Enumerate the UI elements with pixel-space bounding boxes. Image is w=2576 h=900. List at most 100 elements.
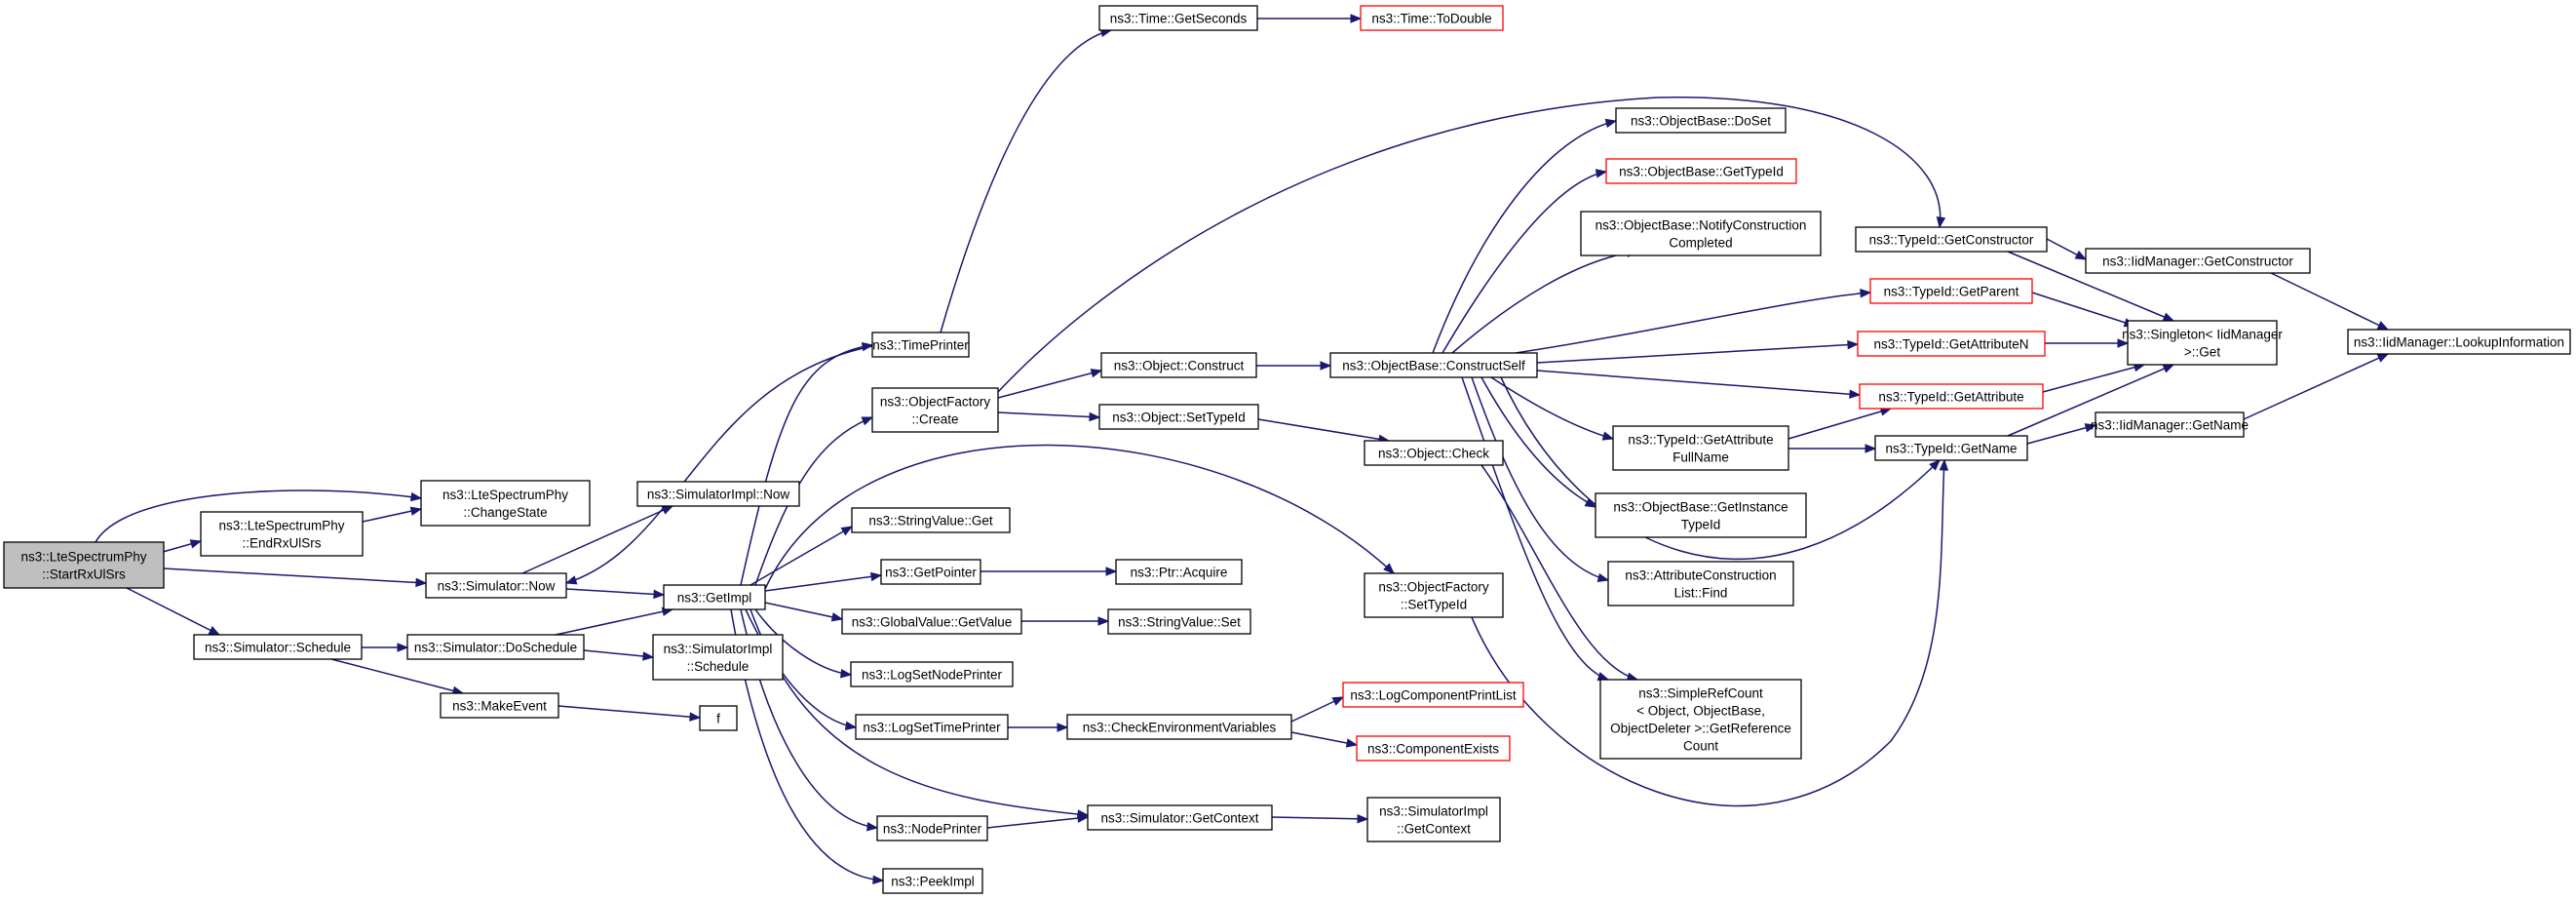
node-f[interactable]: f bbox=[699, 705, 738, 731]
node-label: List::Find bbox=[1674, 586, 1728, 601]
node-label: ns3::GlobalValue::GetValue bbox=[852, 615, 1013, 630]
node-simimplgetctx[interactable]: ns3::SimulatorImpl::GetContext bbox=[1366, 797, 1501, 842]
edge-simnow-to-getimpl bbox=[565, 588, 666, 600]
node-strset[interactable]: ns3::StringValue::Set bbox=[1107, 608, 1251, 635]
node-logcpl[interactable]: ns3::LogComponentPrintList bbox=[1342, 682, 1524, 708]
edge-iidgetctor-to-iidlookup bbox=[2270, 272, 2390, 331]
node-gettimesec[interactable]: ns3::Time::GetSeconds bbox=[1098, 5, 1258, 31]
edge-simschedule-to-doschedule bbox=[362, 643, 409, 652]
node-box bbox=[1342, 682, 1524, 708]
edge-objconstruct-to-obcs bbox=[1256, 361, 1332, 371]
node-checkenv[interactable]: ns3::CheckEnvironmentVariables bbox=[1066, 714, 1292, 740]
node-box bbox=[2085, 248, 2311, 274]
node-todouble[interactable]: ns3::Time::ToDouble bbox=[1360, 5, 1504, 31]
node-label: ::EndRxUlSrs bbox=[242, 536, 321, 551]
node-label: ::GetContext bbox=[1397, 822, 1471, 837]
edge-getimpl-to-gvget bbox=[764, 602, 844, 622]
node-tidgetattrn[interactable]: ns3::TypeId::GetAttributeN bbox=[1857, 331, 2046, 357]
node-obcs[interactable]: ns3::ObjectBase::ConstructSelf bbox=[1329, 352, 1538, 378]
edge-getimpl-to-timeprinter bbox=[740, 341, 874, 586]
node-tidgetname[interactable]: ns3::TypeId::GetName bbox=[1874, 435, 2028, 461]
node-singleton[interactable]: ns3::Singleton< IidManager >::Get bbox=[2122, 320, 2283, 366]
edge-obcs-to-tidgetattrn bbox=[1536, 339, 1860, 364]
node-logtime[interactable]: ns3::LogSetTimePrinter bbox=[855, 714, 1009, 740]
edge-obcs-to-obgetinst bbox=[1480, 376, 1597, 508]
node-changestate[interactable]: ns3::LteSpectrumPhy::ChangeState bbox=[420, 480, 591, 527]
node-getimpl[interactable]: ns3::GetImpl bbox=[663, 584, 766, 610]
node-objsettypeid[interactable]: ns3::Object::SetTypeId bbox=[1098, 404, 1259, 430]
edge-obcs-to-tidgetname bbox=[1500, 376, 1941, 561]
node-nodeprinter[interactable]: ns3::NodePrinter bbox=[876, 815, 988, 841]
node-label: < Object, ObjectBase, bbox=[1636, 704, 1765, 719]
node-objcheck[interactable]: ns3::Object::Check bbox=[1364, 440, 1504, 466]
node-tidgetattr[interactable]: ns3::TypeId::GetAttribute bbox=[1859, 383, 2044, 410]
node-iidlookup[interactable]: ns3::IidManager::LookupInformation bbox=[2347, 329, 2571, 355]
node-label: ::ChangeState bbox=[463, 505, 547, 520]
node-label: ns3::Simulator::Now bbox=[438, 579, 556, 594]
node-label: ::SetTypeId bbox=[1401, 598, 1467, 612]
node-iidgetname[interactable]: ns3::IidManager::GetName bbox=[2091, 411, 2249, 438]
node-srcgetref[interactable]: ns3::SimpleRefCount< Object, ObjectBase,… bbox=[1599, 679, 1802, 760]
node-box bbox=[1874, 435, 2028, 461]
node-gvget[interactable]: ns3::GlobalValue::GetValue bbox=[841, 608, 1022, 635]
node-label: ns3::AttributeConstruction bbox=[1625, 568, 1776, 583]
node-label: ns3::ObjectBase::NotifyConstruction bbox=[1596, 218, 1807, 233]
edge-obcs-to-tidattrfull bbox=[1490, 376, 1615, 441]
node-simgetcontext[interactable]: ns3::Simulator::GetContext bbox=[1087, 804, 1273, 831]
node-tidgetparent[interactable]: ns3::TypeId::GetParent bbox=[1869, 278, 2033, 304]
node-obdoset[interactable]: ns3::ObjectBase::DoSet bbox=[1615, 107, 1787, 134]
node-ofcreate[interactable]: ns3::ObjectFactory::Create bbox=[871, 387, 999, 433]
node-label: ns3::PeekImpl bbox=[891, 875, 975, 889]
edge-root-to-simnow bbox=[163, 567, 428, 588]
node-iidgetctor[interactable]: ns3::IidManager::GetConstructor bbox=[2085, 248, 2311, 274]
node-doschedule[interactable]: ns3::Simulator::DoSchedule bbox=[406, 634, 585, 660]
edge-endrx-to-changestate bbox=[362, 506, 423, 523]
node-label: ns3::TimePrinter bbox=[872, 338, 969, 353]
node-label: f bbox=[716, 712, 720, 726]
node-label: ns3::SimpleRefCount bbox=[1638, 686, 1763, 701]
node-label: ns3::Singleton< IidManager bbox=[2122, 328, 2283, 342]
node-box bbox=[1360, 5, 1504, 31]
node-simnow[interactable]: ns3::Simulator::Now bbox=[425, 572, 567, 599]
node-label: ns3::IidManager::LookupInformation bbox=[2354, 335, 2564, 350]
node-label: ns3::GetImpl bbox=[677, 591, 752, 606]
node-simschedule[interactable]: ns3::Simulator::Schedule bbox=[193, 634, 363, 660]
node-lognode[interactable]: ns3::LogSetNodePrinter bbox=[850, 661, 1014, 687]
node-peekimpl[interactable]: ns3::PeekImpl bbox=[882, 868, 983, 894]
node-label: ns3::Time::ToDouble bbox=[1371, 12, 1491, 26]
edge-obcs-to-obdoset bbox=[1432, 118, 1618, 354]
node-compexists[interactable]: ns3::ComponentExists bbox=[1356, 735, 1511, 762]
node-objconstruct[interactable]: ns3::Object::Construct bbox=[1100, 352, 1257, 378]
node-label: ns3::LogSetNodePrinter bbox=[862, 668, 1003, 683]
node-label: ns3::ObjectFactory bbox=[880, 395, 991, 410]
node-label: ns3::TypeId::GetConstructor bbox=[1869, 233, 2034, 248]
node-tidgetctor[interactable]: ns3::TypeId::GetConstructor bbox=[1855, 226, 2048, 253]
edge-getimpl-to-lognode bbox=[754, 608, 853, 679]
node-obnotify[interactable]: ns3::ObjectBase::NotifyConstructionCompl… bbox=[1580, 211, 1822, 256]
node-label: ns3::LogComponentPrintList bbox=[1350, 688, 1517, 703]
node-label: ns3::Time::GetSeconds bbox=[1110, 12, 1248, 26]
node-endrx[interactable]: ns3::LteSpectrumPhy::EndRxUlSrs bbox=[200, 511, 364, 557]
node-strget[interactable]: ns3::StringValue::Get bbox=[851, 507, 1011, 533]
node-timeprinter[interactable]: ns3::TimePrinter bbox=[871, 332, 970, 358]
node-makeevent[interactable]: ns3::MakeEvent bbox=[440, 692, 559, 719]
edge-tidgetctor-to-singleton bbox=[2007, 251, 2175, 322]
node-box bbox=[636, 481, 800, 507]
node-label: ns3::TypeId::GetAttribute bbox=[1628, 433, 1773, 448]
node-obgettypeid[interactable]: ns3::ObjectBase::GetTypeId bbox=[1605, 158, 1797, 184]
edge-makeevent-to-f bbox=[557, 705, 702, 722]
node-ptracquire[interactable]: ns3::Ptr::Acquire bbox=[1115, 559, 1243, 585]
edge-ofsettypeid-to-tidgetname bbox=[1471, 458, 1949, 807]
edge-gvget-to-strset bbox=[1021, 616, 1110, 626]
node-box bbox=[880, 559, 981, 585]
node-root[interactable]: ns3::LteSpectrumPhy::StartRxUlSrs bbox=[3, 541, 165, 589]
node-simimplnow[interactable]: ns3::SimulatorImpl::Now bbox=[636, 481, 800, 507]
node-ofsettypeid[interactable]: ns3::ObjectFactory::SetTypeId bbox=[1364, 572, 1504, 618]
node-getpointer[interactable]: ns3::GetPointer bbox=[880, 559, 981, 585]
node-simimplschedule[interactable]: ns3::SimulatorImpl::Schedule bbox=[652, 634, 784, 681]
node-box bbox=[1100, 352, 1257, 378]
